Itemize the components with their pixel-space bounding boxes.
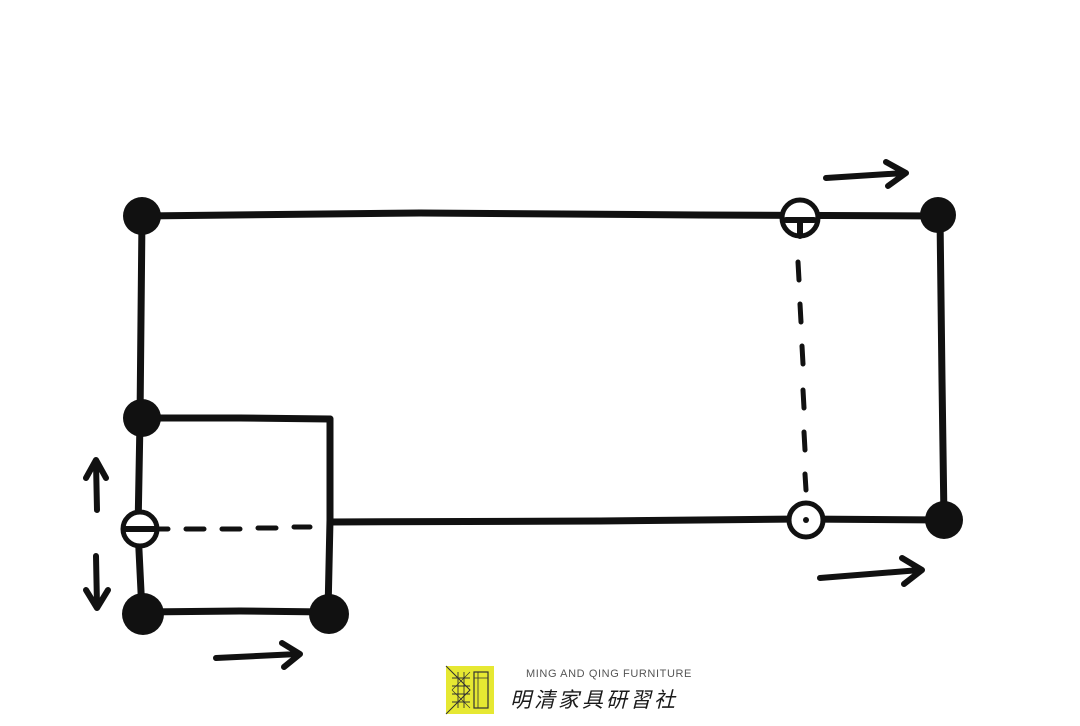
lattice-square-logo-icon [445, 665, 494, 715]
corner-dot-top-right [920, 197, 956, 233]
watermark-chinese: 明清家具研習社 [510, 688, 678, 712]
corner-dot-bottom-left [122, 593, 164, 635]
dashed-line-vertical [795, 259, 809, 493]
watermark-english: MING AND QING FURNITURE [526, 668, 692, 680]
corner-dot-mid-left [123, 399, 161, 437]
large-rectangle-bottom-edge [326, 515, 948, 526]
arrow-bottom-right-right [817, 555, 925, 587]
arrow-down-left [83, 553, 111, 611]
small-square-bottom-edge [138, 607, 332, 616]
ring-top-right [779, 197, 821, 239]
corner-dot-square-bottom-right [309, 594, 349, 634]
arrow-bottom-right-of-square [213, 640, 303, 670]
small-square-right-edge [324, 415, 334, 616]
arrow-top-right-right [823, 159, 909, 189]
watermark: MING AND QING FURNITURE 明清家具研習社 [444, 664, 724, 720]
large-rectangle-left-edge [134, 212, 146, 616]
small-square-top-edge [136, 414, 334, 423]
ring-bottom-right [786, 500, 826, 540]
corner-dot-bottom-right [925, 501, 963, 539]
corner-dot-top-left [123, 197, 161, 235]
dashed-line-horizontal [149, 524, 313, 532]
arrow-up-left [83, 457, 109, 513]
large-rectangle-right-edge [936, 212, 948, 524]
ring-left [120, 509, 160, 549]
